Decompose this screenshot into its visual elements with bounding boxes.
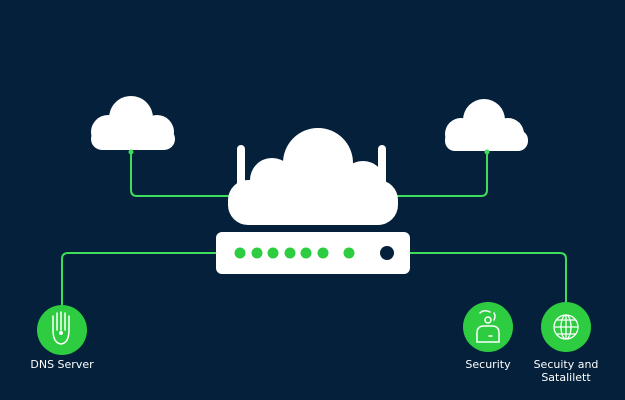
cloud-icon <box>91 96 175 150</box>
edge-router-dns <box>61 252 216 305</box>
cloud-router-icon <box>216 128 410 274</box>
edge-cloud-right-router <box>390 152 488 197</box>
security-satellite-label-line2: Satalilett <box>541 371 591 384</box>
edge-router-satellite <box>410 252 567 305</box>
dns-server-node[interactable] <box>37 305 87 355</box>
cloud-icon <box>445 99 528 151</box>
security-label: Security <box>465 358 511 371</box>
security-satellite-label-line1: Secuity and <box>533 358 599 371</box>
security-node[interactable] <box>463 302 513 352</box>
edge-cloud-left-router <box>130 152 240 197</box>
user-lock-icon <box>476 309 500 343</box>
security-satellite-node[interactable] <box>541 302 591 352</box>
dns-server-label: DNS Server <box>30 358 94 371</box>
globe-icon <box>553 314 579 340</box>
hand-icon <box>52 311 70 345</box>
